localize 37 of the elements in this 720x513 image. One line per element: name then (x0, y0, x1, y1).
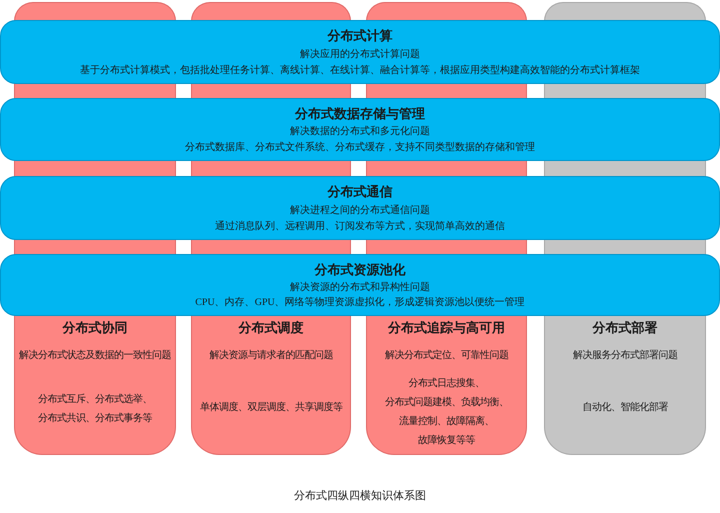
band-subtitle: 解决资源的分布式和异构性问题 (290, 280, 430, 295)
band-title: 分布式资源池化 (314, 260, 406, 279)
column-title: 分布式协同 (62, 319, 128, 337)
column-title: 分布式调度 (238, 319, 304, 337)
column-title: 分布式部署 (592, 319, 658, 337)
layer-band (0, 98, 720, 161)
band-description: CPU、内存、GPU、网络等物理资源虚拟化，形成逻辑资源池以便统一管理 (195, 296, 525, 310)
column-subtitle: 解决资源与请求者的匹配问题 (209, 350, 333, 362)
column-box (544, 315, 706, 455)
band-subtitle: 解决应用的分布式计算问题 (300, 48, 420, 62)
column-segment (544, 2, 706, 21)
column-segment (366, 2, 527, 21)
column-description: 分布式日志搜集、分布式问题建模、负载均衡、流量控制、故障隔离、故障恢复等等 (384, 376, 510, 448)
column-subtitle: 解决服务分布式部署问题 (572, 350, 678, 362)
layer-band (0, 176, 720, 240)
band-subtitle: 解决数据的分布式和多元化问题 (290, 124, 430, 140)
layer-band (0, 20, 720, 84)
column-subtitle: 解决分布式状态及数据的一致性问题 (19, 350, 171, 362)
column-description: 单体调度、双层调度、共享调度等 (198, 400, 344, 415)
column-description: 自动化、智能化部署 (581, 400, 669, 415)
column-description: 分布式互斥、分布式选举、分布式共识、分布式事务等 (37, 392, 153, 426)
column-box (366, 315, 527, 455)
band-title: 分布式计算 (328, 27, 392, 46)
column-subtitle: 解决分布式定位、可靠性问题 (384, 350, 508, 362)
band-title: 分布式通信 (328, 183, 392, 202)
caption: 分布式四纵四横知识体系图 (293, 488, 427, 504)
column-segment (14, 2, 176, 21)
column-segment (191, 2, 351, 21)
band-subtitle: 解决进程之间的分布式通信问题 (290, 204, 430, 218)
column-box (14, 315, 176, 455)
layer-band (0, 254, 720, 316)
column-title: 分布式追踪与高可用 (388, 319, 505, 337)
band-description: 分布式数据库、分布式文件系统、分布式缓存，支持不同类型数据的存储和管理 (185, 140, 535, 156)
band-title: 分布式数据存储与管理 (295, 104, 425, 123)
band-description: 基于分布式计算模式，包括批处理任务计算、离线计算、在线计算、融合计算等，根据应用类型构建高效智能的分布式计算框架 (80, 64, 640, 78)
band-description: 通过消息队列、远程调用、订阅发布等方式，实现简单高效的通信 (215, 220, 505, 234)
column-box (191, 315, 351, 455)
